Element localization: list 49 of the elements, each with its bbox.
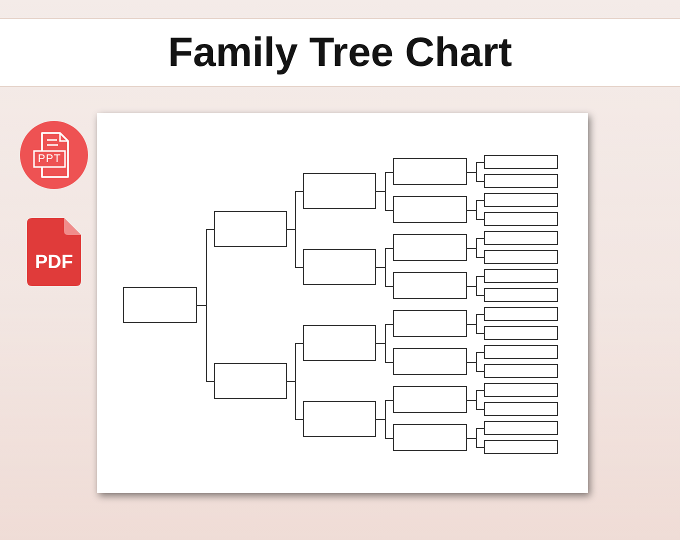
name-box <box>484 231 558 245</box>
name-box <box>484 402 558 416</box>
connector-line <box>466 324 484 334</box>
connector-line <box>466 286 484 296</box>
name-box <box>484 326 558 340</box>
name-box <box>484 345 558 359</box>
name-box <box>393 386 467 413</box>
name-box <box>303 325 376 361</box>
connector-line <box>466 362 484 372</box>
name-box <box>123 287 197 323</box>
name-box <box>484 212 558 226</box>
name-box <box>393 196 467 223</box>
connector-line <box>286 381 304 420</box>
name-box <box>484 250 558 264</box>
name-box <box>484 155 558 169</box>
connector-line <box>466 248 484 258</box>
connector-line <box>376 419 394 439</box>
connector-line <box>466 172 484 182</box>
connector-line <box>286 229 304 268</box>
name-box <box>484 288 558 302</box>
name-box <box>484 364 558 378</box>
name-box <box>393 234 467 261</box>
title: Family Tree Chart <box>168 32 512 73</box>
name-box <box>393 310 467 337</box>
connector-line <box>466 400 484 410</box>
connector-line <box>376 343 394 363</box>
name-box <box>303 173 376 209</box>
name-box <box>214 363 287 399</box>
name-box <box>303 249 376 285</box>
name-box <box>214 211 287 247</box>
file-format-label: PPT <box>38 154 62 164</box>
name-box <box>393 272 467 299</box>
name-box <box>393 424 467 451</box>
name-box <box>303 401 376 437</box>
name-box <box>484 174 558 188</box>
name-box <box>484 383 558 397</box>
file-format-label: PDF <box>35 252 73 272</box>
connector-line <box>376 191 394 211</box>
name-box <box>484 307 558 321</box>
name-box <box>484 269 558 283</box>
connector-line <box>376 267 394 287</box>
connector-line <box>196 305 214 382</box>
name-box <box>393 158 467 185</box>
connector-line <box>466 210 484 220</box>
connector-line <box>466 438 484 448</box>
name-box <box>484 440 558 454</box>
name-box <box>484 193 558 207</box>
name-box <box>484 421 558 435</box>
name-box <box>393 348 467 375</box>
